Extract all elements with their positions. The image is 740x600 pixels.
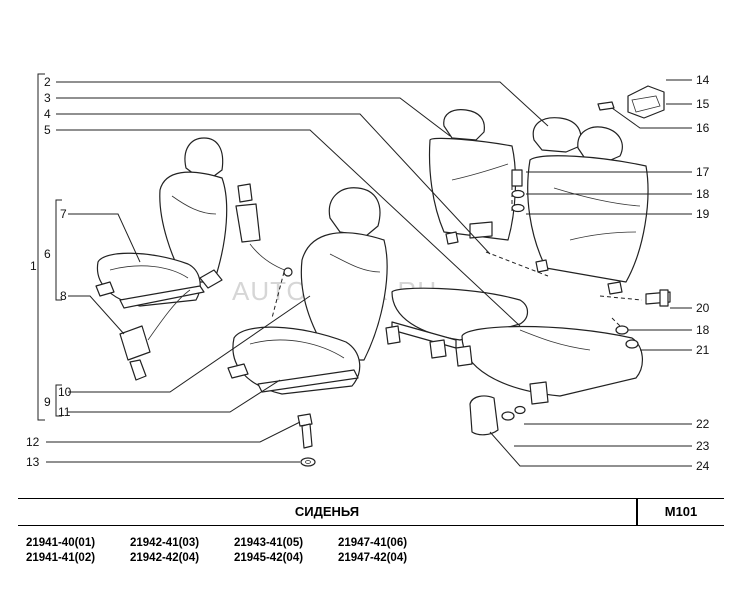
washer-19 <box>511 203 525 213</box>
callout-7: 7 <box>60 207 67 221</box>
callout-18b: 18 <box>696 323 710 337</box>
rear-seatback-left <box>428 109 517 245</box>
callout-23: 23 <box>696 439 710 453</box>
fastener-17 <box>511 169 523 187</box>
callouts: 1 2 3 4 5 6 7 8 9 10 11 12 13 14 15 16 1… <box>26 73 710 473</box>
callout-18: 18 <box>696 187 710 201</box>
model-number: 21942-41(03) <box>130 537 200 549</box>
group-brackets <box>37 73 62 421</box>
seat-belt-buckle-left <box>119 183 293 381</box>
callout-21: 21 <box>696 343 710 357</box>
callout-11: 11 <box>58 405 71 419</box>
washer-18b <box>615 325 629 335</box>
model-number: 21941-40(01) <box>26 537 96 549</box>
model-number: 21947-41(06) <box>338 537 408 549</box>
model-number: 21942-42(04) <box>130 552 200 564</box>
callout-6: 6 <box>44 247 51 261</box>
callout-20: 20 <box>696 301 710 315</box>
callout-22: 22 <box>696 417 710 431</box>
callout-12: 12 <box>26 435 40 449</box>
model-number: 21941-41(02) <box>26 552 96 564</box>
callout-16: 16 <box>696 121 710 135</box>
model-number: 21943-41(05) <box>234 537 304 549</box>
model-number: 21947-42(04) <box>338 552 408 564</box>
model-number: 21945-42(04) <box>234 552 304 564</box>
callout-3: 3 <box>44 91 51 105</box>
title-block: СИДЕНЬЯ M101 <box>18 498 724 526</box>
washer-18 <box>511 189 525 199</box>
bolt-20 <box>645 289 671 307</box>
callout-14: 14 <box>696 73 710 87</box>
callout-9: 9 <box>44 395 51 409</box>
assembly-paths <box>271 186 643 327</box>
callout-13: 13 <box>26 455 40 469</box>
model-column: 21942-41(03) 21942-42(04) <box>130 536 199 566</box>
callout-10: 10 <box>58 385 72 399</box>
callout-2: 2 <box>44 75 51 89</box>
callout-15: 15 <box>696 97 710 111</box>
nut-21 <box>625 339 639 349</box>
rear-seatback-right <box>527 117 649 295</box>
washer-13 <box>300 457 316 467</box>
washer-23 <box>501 411 515 421</box>
model-column: 21943-41(05) 21945-42(04) <box>234 536 303 566</box>
callout-5: 5 <box>44 123 51 137</box>
cover-24 <box>469 395 499 436</box>
callout-8: 8 <box>60 289 67 303</box>
hinge-bracket <box>597 85 665 119</box>
bolt-12 <box>297 413 313 449</box>
callout-24: 24 <box>696 459 710 473</box>
front-seat-left <box>95 137 228 309</box>
diagram-title: СИДЕНЬЯ <box>294 504 360 519</box>
callout-19: 19 <box>696 207 710 221</box>
nut-22 <box>514 405 526 415</box>
leader-lines <box>46 79 692 467</box>
callout-4: 4 <box>44 107 51 121</box>
callout-1: 1 <box>30 259 37 273</box>
model-column: 21947-41(06) 21947-42(04) <box>338 536 407 566</box>
callout-17: 17 <box>696 165 710 179</box>
title-divider <box>636 499 638 525</box>
rear-cushion-right <box>455 325 643 405</box>
diagram-code: M101 <box>664 504 698 519</box>
front-seat-right <box>227 187 388 395</box>
model-column: 21941-40(01) 21941-41(02) <box>26 536 95 566</box>
